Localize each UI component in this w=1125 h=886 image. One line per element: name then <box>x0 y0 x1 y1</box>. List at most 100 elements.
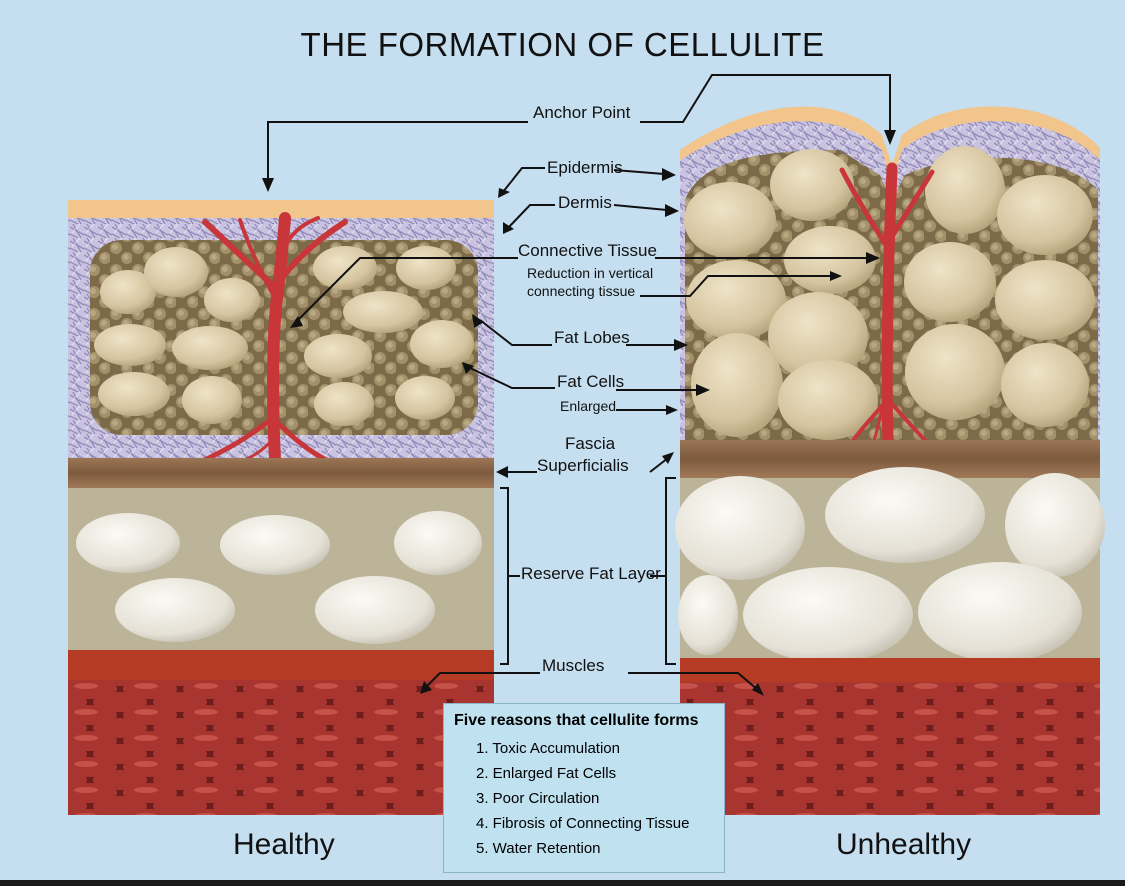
fascia-leader-right <box>649 457 669 473</box>
fat-cell <box>144 247 208 297</box>
fat-cell <box>778 360 878 440</box>
arrowhead <box>462 362 474 374</box>
label-reduction-1: Reduction in vertical <box>527 265 654 281</box>
caption-unhealthy: Unhealthy <box>836 828 972 861</box>
label-fat-cells: Fat Cells <box>557 372 625 391</box>
fat-cell <box>684 182 776 258</box>
fat-cell <box>691 333 783 437</box>
label-reduction-2: connecting tissue <box>527 283 636 299</box>
unhealthy-muscle <box>680 682 1100 815</box>
arrowhead <box>666 405 678 415</box>
caption-healthy: Healthy <box>233 828 335 861</box>
reason-item: 3. Poor Circulation <box>476 790 600 807</box>
reserve-fat-cell <box>675 476 805 580</box>
reserve-fat-cell <box>394 511 482 575</box>
fat-cell <box>182 376 242 424</box>
fat-cell <box>997 175 1093 255</box>
fat-cell <box>686 260 786 340</box>
arrowhead <box>290 316 303 328</box>
healthy-muscle-fascia <box>68 650 494 680</box>
fat-cells-leader-left <box>469 367 555 389</box>
leader-lines <box>267 74 891 691</box>
reason-item: 4. Fibrosis of Connecting Tissue <box>476 815 690 832</box>
fat-cell <box>1001 343 1089 427</box>
anchor-leader-left <box>267 121 528 180</box>
arrowhead <box>503 222 514 234</box>
fat-cell <box>770 149 854 221</box>
arrowhead <box>665 204 679 217</box>
arrowhead <box>662 168 676 181</box>
arrowheads <box>262 130 896 696</box>
healthy-panel <box>68 200 494 815</box>
fat-cell <box>395 376 455 420</box>
label-connective-tissue: Connective Tissue <box>518 241 657 260</box>
reduction-leader <box>640 275 832 297</box>
healthy-muscle <box>68 680 494 815</box>
fat-cell <box>410 320 474 368</box>
arrowhead <box>472 314 484 328</box>
reserve-fat-cell <box>743 567 913 663</box>
label-enlarged: Enlarged <box>560 398 617 414</box>
fat-cell <box>314 382 374 426</box>
fat-cell <box>905 324 1005 420</box>
reason-item: 1. Toxic Accumulation <box>476 740 620 757</box>
fat-cell <box>904 242 996 322</box>
arrowhead <box>420 681 432 694</box>
epidermis-leader-left <box>502 167 545 193</box>
arrowhead <box>262 178 274 192</box>
reserve-fat-cell <box>918 562 1082 662</box>
reason-item: 2. Enlarged Fat Cells <box>476 765 617 782</box>
healthy-fascia <box>68 458 494 488</box>
label-anchor-point: Anchor Point <box>533 103 631 122</box>
label-fascia: Fascia <box>565 434 616 453</box>
reserve-fat-cell <box>678 575 738 655</box>
fat-cell <box>343 291 423 333</box>
fat-cell <box>768 292 868 380</box>
fat-cell <box>98 372 170 416</box>
healthy-reserve-cells <box>76 511 482 644</box>
reserve-bracket-left <box>500 487 509 665</box>
arrowhead <box>830 271 842 281</box>
arrowhead <box>752 683 764 696</box>
arrowhead <box>498 188 510 198</box>
fat-cell <box>313 246 377 290</box>
reasons-heading: Five reasons that cellulite forms <box>454 712 699 729</box>
muscles-leader-left <box>424 672 540 689</box>
label-reserve-fat-layer: Reserve Fat Layer <box>521 564 661 583</box>
reserve-fat-cell <box>76 513 180 573</box>
arrowhead <box>866 252 880 264</box>
arrowhead <box>696 384 710 396</box>
arrowhead <box>674 339 688 351</box>
label-epidermis: Epidermis <box>547 158 623 177</box>
fat-cell <box>172 326 248 370</box>
fat-cell <box>925 146 1005 234</box>
reasons-box: Five reasons that cellulite forms 1. Tox… <box>443 703 725 873</box>
arrowhead <box>496 466 508 478</box>
fat-cell <box>304 334 372 378</box>
unhealthy-panel <box>675 106 1105 815</box>
healthy-fat-cells <box>94 246 474 426</box>
reserve-fat-cell <box>220 515 330 575</box>
reserve-fat-cell <box>115 578 235 642</box>
fat-cell <box>995 260 1095 340</box>
label-fat-lobes: Fat Lobes <box>554 328 630 347</box>
epidermis-leader-right <box>613 169 665 175</box>
fat-lobes-leader-left <box>479 319 552 346</box>
fat-cell <box>784 226 876 294</box>
reason-item: 5. Water Retention <box>476 840 601 857</box>
diagram-title: THE FORMATION OF CELLULITE <box>300 26 825 63</box>
dermis-leader-left <box>507 204 555 229</box>
dermis-leader-right <box>613 204 668 211</box>
reserve-fat-cell <box>1005 473 1105 577</box>
unhealthy-muscle-fascia <box>680 658 1100 682</box>
fat-cell <box>100 270 156 314</box>
label-muscles: Muscles <box>542 656 605 675</box>
fat-cell <box>94 324 166 366</box>
label-superficialis: Superficialis <box>537 456 629 475</box>
connective-leader-left <box>295 257 518 323</box>
label-dermis: Dermis <box>558 193 612 212</box>
reserve-fat-cell <box>825 467 985 563</box>
arrowhead <box>884 130 896 145</box>
